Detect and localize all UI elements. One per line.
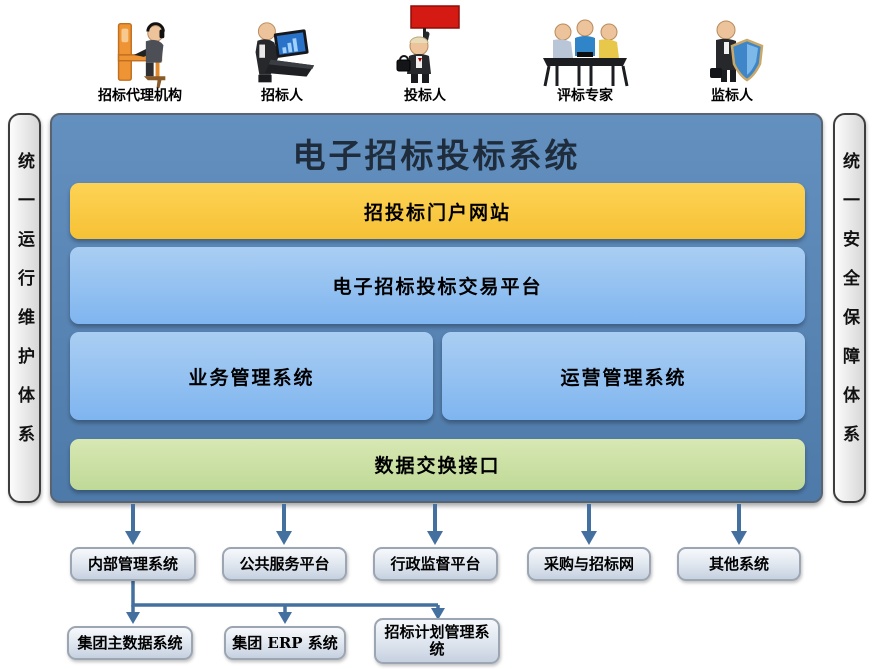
- box-business-management: 业务管理系统: [70, 332, 433, 420]
- actor-evaluation-experts: 评标专家: [520, 4, 650, 104]
- person-with-laptop-icon: [246, 8, 318, 88]
- external-system-other: 其他系统: [677, 547, 801, 581]
- pillar-unified-security-assurance: 统一安全保障体系: [833, 113, 866, 503]
- layer-trading-platform: 电子招标投标交易平台: [70, 247, 805, 324]
- pillar-unified-operation-maintenance: 统一运行维护体系: [8, 113, 41, 503]
- layer-data-exchange-interface: 数据交换接口: [70, 439, 805, 490]
- external-system-administrative-supervision: 行政监督平台: [373, 547, 498, 581]
- pillar-left-text: 统一运行维护体系: [14, 152, 34, 464]
- external-system-internal-management: 内部管理系统: [70, 547, 196, 581]
- actor-label: 投标人: [404, 88, 446, 104]
- layer-portal-website: 招投标门户网站: [70, 183, 805, 239]
- actor-label: 招标代理机构: [98, 88, 182, 104]
- internal-system-group-erp: 集团 ERP 系统: [224, 626, 346, 660]
- arrows-to-external-systems: [125, 504, 747, 545]
- experts-at-table-icon: [537, 8, 633, 88]
- actor-label: 招标人: [261, 88, 303, 104]
- actor-tenderer: 招标人: [217, 4, 347, 104]
- person-with-red-flag-icon: [385, 5, 465, 88]
- agent-at-desk-icon: [101, 8, 179, 88]
- actor-label: 监标人: [711, 88, 753, 104]
- e-bidding-system-container: 电子招标投标系统 招投标门户网站 电子招标投标交易平台 业务管理系统 运营管理系…: [50, 113, 823, 503]
- system-title: 电子招标投标系统: [292, 136, 581, 175]
- internal-system-bidding-plan-management: 招标计划管理系统: [374, 618, 500, 664]
- box-operation-management: 运营管理系统: [442, 332, 805, 420]
- external-system-procurement-bidding-web: 采购与招标网: [527, 547, 651, 581]
- internal-system-group-master-data: 集团主数据系统: [67, 626, 193, 660]
- person-with-shield-icon: [700, 8, 764, 88]
- actor-bidding-agency: 招标代理机构: [75, 4, 205, 104]
- actor-bidder: 投标人: [360, 4, 490, 104]
- pillar-right-text: 统一安全保障体系: [839, 152, 859, 464]
- actor-supervisor: 监标人: [667, 4, 797, 104]
- external-system-public-service-platform: 公共服务平台: [222, 547, 347, 581]
- actor-label: 评标专家: [557, 88, 613, 104]
